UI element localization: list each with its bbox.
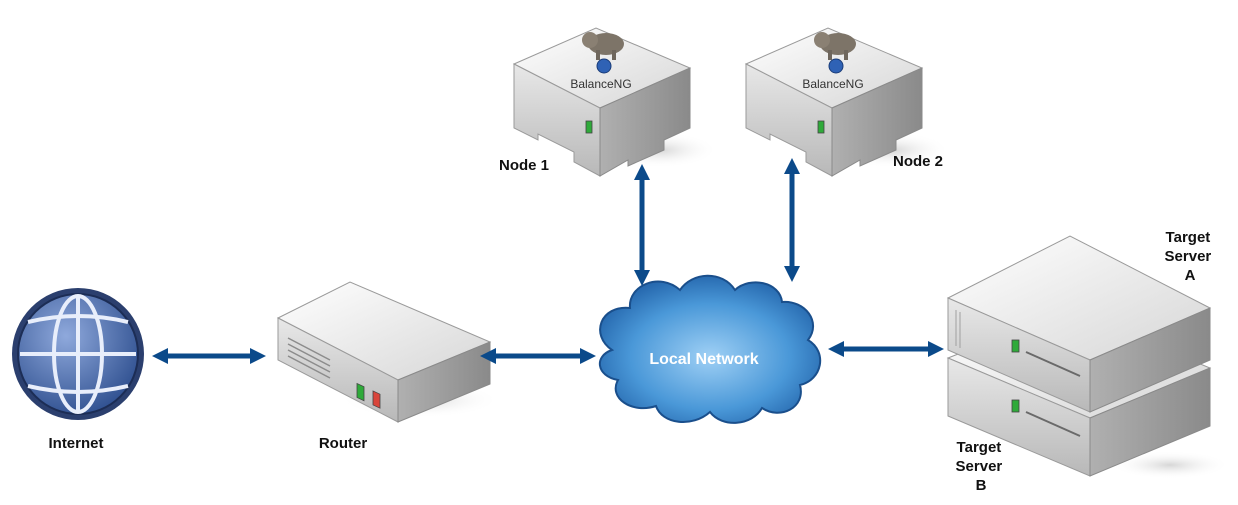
target-server-b-label: Target Server B [956, 439, 1007, 494]
node1-elephant-icon [582, 32, 624, 74]
node1-node: BalanceNG Node 1 [499, 27, 718, 177]
target-server-a-label: Target Server A [1165, 229, 1216, 284]
node1-label: Node 1 [499, 157, 549, 174]
node2-brand: BalanceNG [802, 77, 863, 91]
internet-label: Internet [48, 435, 103, 452]
cloud-icon [599, 274, 822, 424]
globe-icon [12, 288, 144, 420]
router-icon [276, 281, 492, 423]
node1-appliance-icon: BalanceNG [512, 27, 692, 177]
local-network-label: Local Network [649, 351, 758, 368]
node1-brand: BalanceNG [570, 77, 631, 91]
router-node: Router [276, 281, 500, 452]
node2-node: BalanceNG Node 2 [744, 27, 950, 177]
target-server-a-icon [946, 235, 1212, 413]
internet-node: Internet [12, 288, 144, 452]
connections [151, 157, 945, 365]
node2-elephant-icon [814, 32, 856, 74]
local-network-node: Local Network [599, 274, 822, 424]
node2-appliance-icon: BalanceNG [744, 27, 924, 177]
target-servers: Target Server A Target Server B [946, 229, 1230, 494]
router-label: Router [319, 435, 367, 452]
node2-label: Node 2 [893, 153, 943, 170]
